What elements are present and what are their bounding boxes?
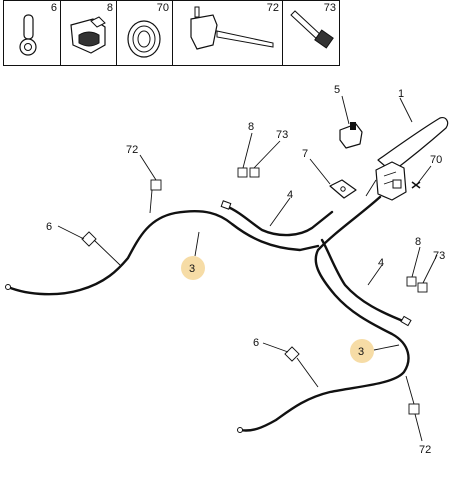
cable-end-fitting [220, 200, 232, 210]
legend-number: 72 [266, 2, 279, 14]
cable-front-left [224, 204, 334, 237]
legend-number: 8 [106, 2, 113, 14]
handbrake-lever [365, 117, 449, 201]
bush-icon [127, 20, 161, 58]
tie-marker [150, 179, 162, 191]
clip73-marker [249, 167, 260, 178]
callout-cable-front-left: 4 [287, 189, 293, 201]
callout-bracket: 7 [302, 148, 308, 160]
callout-tie-bottom-right: 72 [419, 444, 431, 456]
clip-icon [19, 14, 37, 56]
callout-clip-left: 6 [46, 221, 52, 233]
grommet-icon [70, 16, 106, 54]
cable-end [237, 427, 243, 433]
callout-highlight [350, 339, 374, 363]
legend-number: 70 [156, 2, 169, 14]
callout-cable-front-right: 4 [378, 257, 384, 269]
cable-end-fitting [400, 315, 412, 327]
callout-clip73-right: 73 [433, 250, 445, 262]
legend-item-bush: 70 [116, 0, 173, 66]
callout-highlight [181, 256, 205, 280]
leader-lines [57, 95, 438, 442]
callout-grommet-top: 8 [248, 121, 254, 133]
legend-item-tie: 73 [282, 0, 340, 66]
grommet-marker [406, 276, 417, 287]
callout-clip73-top: 73 [276, 129, 288, 141]
cable-right [238, 195, 410, 432]
cable-left [6, 210, 320, 296]
callout-lever: 1 [398, 88, 404, 100]
mounting-bracket [329, 179, 357, 199]
callout-cable-left: 3 [189, 263, 195, 275]
strap-icon [190, 6, 274, 50]
legend-number: 6 [50, 2, 57, 14]
clip-marker [284, 346, 300, 362]
callout-switch: 5 [334, 84, 340, 96]
clip73-marker [417, 282, 428, 293]
clip-marker [81, 231, 97, 247]
legend-number: 73 [323, 2, 336, 14]
handbrake-switch [339, 122, 363, 149]
legend-item-clip: 6 [3, 0, 61, 66]
cable-tie-icon [290, 10, 334, 49]
tie-marker [408, 403, 420, 415]
callout-clip-right: 6 [253, 337, 259, 349]
callout-grommet-right: 8 [415, 236, 421, 248]
cable-end [5, 284, 11, 290]
callout-tie-top-left: 72 [126, 144, 138, 156]
cable-front-right [320, 238, 410, 325]
legend-item-grommet: 8 [60, 0, 117, 66]
callout-fastener: 70 [430, 154, 442, 166]
callout-cable-right: 3 [358, 346, 364, 358]
fastener [411, 181, 421, 189]
grommet-marker [237, 167, 248, 178]
